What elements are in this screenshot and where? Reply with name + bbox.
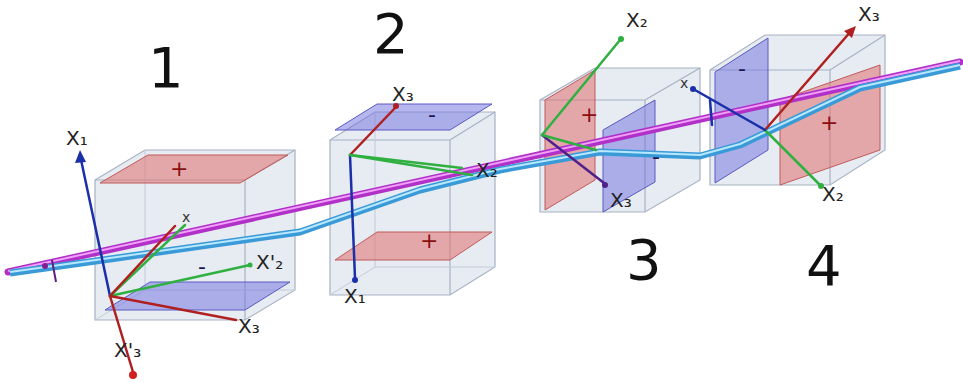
axes-1 bbox=[75, 150, 253, 379]
polarity-sign: - bbox=[738, 58, 746, 80]
axis-mark: x bbox=[182, 210, 190, 224]
axis-label: X'₂ bbox=[256, 252, 283, 272]
crystal-number: 4 bbox=[806, 238, 842, 294]
axis-label: X'₃ bbox=[114, 340, 141, 360]
crystal-number: 2 bbox=[373, 6, 409, 62]
axis-label: X₃ bbox=[238, 316, 260, 336]
axis-mark: x bbox=[680, 76, 688, 90]
axis-label: X₃ bbox=[610, 190, 632, 210]
polarity-sign: + bbox=[170, 158, 188, 180]
crystal-number: 1 bbox=[148, 40, 184, 96]
axes-3 bbox=[542, 36, 624, 188]
polarity-sign: + bbox=[820, 112, 838, 134]
axis-label: X₂ bbox=[822, 184, 844, 204]
polarity-sign: + bbox=[580, 104, 598, 126]
axes-2 bbox=[350, 103, 472, 283]
axes-4 bbox=[690, 26, 856, 189]
axis-label: X₃ bbox=[392, 84, 414, 104]
axis-label: X₃ bbox=[858, 4, 880, 24]
polarity-sign: - bbox=[428, 104, 436, 126]
crystal-2 bbox=[330, 104, 495, 295]
axis-label: X₁ bbox=[66, 128, 88, 148]
crystal-number: 3 bbox=[626, 232, 662, 288]
polarity-sign: + bbox=[420, 230, 438, 252]
polarity-sign: - bbox=[198, 256, 206, 278]
polarity-sign: - bbox=[652, 146, 660, 168]
axis-label: X₂ bbox=[626, 10, 648, 30]
axis-label: X₂ bbox=[476, 160, 498, 180]
axis-label: X₁ bbox=[344, 286, 366, 306]
